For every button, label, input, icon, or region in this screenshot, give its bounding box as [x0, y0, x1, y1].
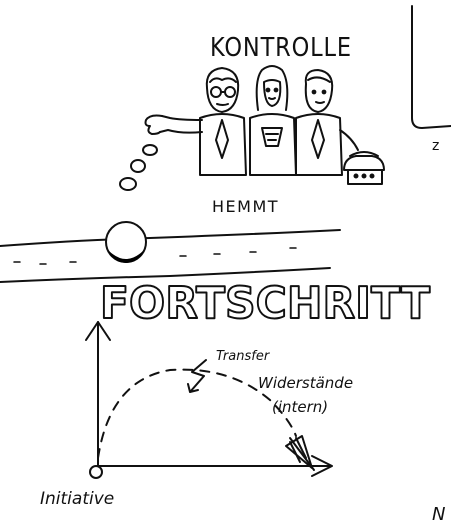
ball-icon: [105, 221, 147, 263]
label-widerstaende: Widerstände: [258, 374, 353, 392]
heading-kontrolle: KONTROLLE: [210, 33, 352, 63]
label-intern: (intern): [272, 398, 328, 416]
manager-middle-body: [249, 113, 297, 176]
hand-icon: [144, 114, 163, 135]
manager-left-body: [199, 113, 247, 176]
manager-left-arm: [159, 115, 203, 134]
manager-right-head: [304, 69, 334, 113]
road: [0, 229, 341, 283]
manager-left-head: [205, 67, 240, 113]
edge-letter-n: N: [432, 504, 445, 525]
label-hemmt: HEMMT: [212, 197, 279, 216]
manager-middle-head: [255, 65, 289, 111]
label-transfer: Transfer: [216, 349, 271, 364]
three-managers-icon: [144, 65, 359, 176]
manager-right-arm: [339, 129, 359, 151]
heading-fortschritt: FORTSCHRITT: [100, 278, 430, 329]
box-outline: [411, 5, 451, 129]
dart-arrow-icon: [285, 435, 315, 471]
lightning-icon: [187, 359, 207, 393]
telephone-icon: [343, 151, 385, 185]
label-initiative: Initiative: [40, 489, 114, 509]
manager-right-body: [295, 113, 343, 176]
trajectory: [97, 368, 297, 459]
edge-letter-z: z: [432, 138, 439, 154]
motion-bubbles: [119, 144, 158, 191]
axes: [85, 321, 333, 479]
